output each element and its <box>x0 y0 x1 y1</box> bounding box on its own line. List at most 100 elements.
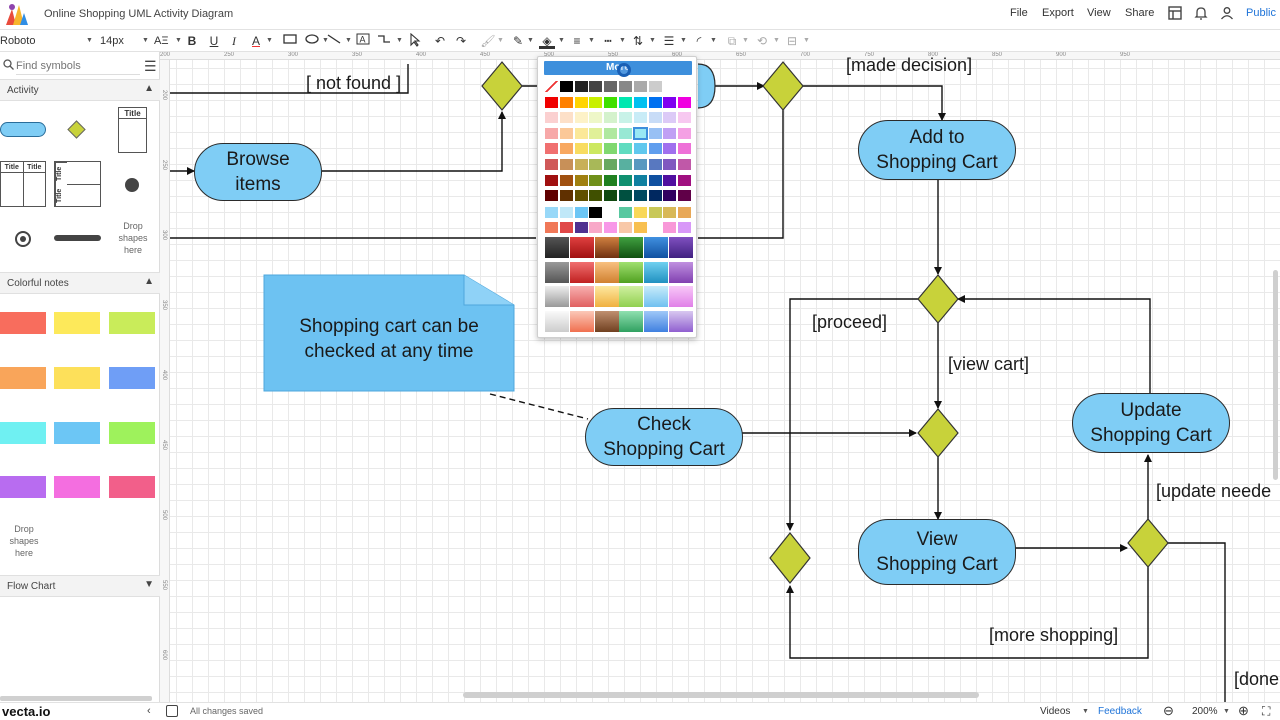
note-swatch[interactable] <box>0 367 46 389</box>
color-swatch[interactable] <box>545 174 558 186</box>
vertical-scrollbar[interactable] <box>1273 270 1278 480</box>
public-link[interactable]: Public <box>1246 7 1276 19</box>
connector-caret-icon[interactable]: ▼ <box>396 37 403 44</box>
menu-share[interactable]: Share <box>1125 7 1155 19</box>
color-swatch[interactable] <box>545 190 558 202</box>
color-swatch[interactable] <box>589 190 603 202</box>
selected-color-swatch[interactable] <box>632 126 648 140</box>
color-swatch[interactable] <box>648 96 662 108</box>
color-swatch[interactable] <box>559 190 573 202</box>
vecta-logo[interactable] <box>4 3 30 27</box>
document-title[interactable]: Online Shopping UML Activity Diagram <box>44 8 234 20</box>
recent-color-swatch[interactable] <box>678 222 692 233</box>
color-swatch[interactable] <box>574 143 588 155</box>
group-icon[interactable]: ⧉ <box>727 34 737 48</box>
line-weight-icon[interactable]: ≡ <box>573 34 581 48</box>
fill-color-caret-icon[interactable]: ▼ <box>558 37 565 44</box>
gradient-swatch[interactable] <box>569 261 594 283</box>
text-box-icon[interactable]: A <box>355 33 371 49</box>
color-swatch[interactable] <box>574 112 588 124</box>
gradient-swatch[interactable] <box>545 286 569 307</box>
node-update-cart[interactable]: Update Shopping Cart <box>1072 393 1230 453</box>
color-swatch[interactable] <box>619 190 632 202</box>
gradient-swatch[interactable] <box>619 286 644 307</box>
color-swatch[interactable] <box>574 174 588 186</box>
page-icon[interactable] <box>166 705 178 717</box>
recent-color-swatch[interactable] <box>648 222 662 233</box>
underline-icon[interactable]: U <box>209 34 219 48</box>
align-text-caret-icon[interactable]: ▼ <box>680 37 687 44</box>
node-browse-items[interactable]: Browse items <box>194 143 322 201</box>
menu-view[interactable]: View <box>1087 7 1111 19</box>
line-dash-icon[interactable]: ┅ <box>604 34 612 48</box>
no-color-swatch[interactable] <box>545 81 558 92</box>
rotate-caret-icon[interactable]: ▼ <box>773 37 780 44</box>
recent-color-swatch[interactable] <box>619 207 632 218</box>
corner-caret-icon[interactable]: ▼ <box>710 37 717 44</box>
gradient-swatch[interactable] <box>669 286 693 307</box>
fork-bar-shape[interactable] <box>54 235 101 241</box>
zoom-level[interactable]: 200% <box>1192 706 1218 717</box>
line-color-icon[interactable]: ✎ <box>512 34 524 48</box>
line-dash-caret-icon[interactable]: ▼ <box>619 37 626 44</box>
color-swatch[interactable] <box>604 190 618 202</box>
recent-color-swatch[interactable] <box>574 222 588 233</box>
recent-color-swatch[interactable] <box>589 222 603 233</box>
note-swatch[interactable] <box>54 476 100 498</box>
swimlane-rows-shape[interactable]: Title Title <box>54 161 101 207</box>
gradient-swatch[interactable] <box>644 286 669 307</box>
spacing-caret-icon[interactable]: ▼ <box>649 37 656 44</box>
bell-icon[interactable] <box>1191 5 1211 25</box>
arrange-caret-icon[interactable]: ▼ <box>803 37 810 44</box>
rotate-icon[interactable]: ⟲ <box>756 34 768 48</box>
color-swatch[interactable] <box>663 127 677 139</box>
gradient-swatch[interactable] <box>545 237 569 258</box>
recent-color-swatch[interactable] <box>545 207 558 218</box>
recent-color-swatch[interactable] <box>633 207 647 218</box>
color-swatch[interactable] <box>574 159 588 170</box>
color-swatch[interactable] <box>559 127 573 139</box>
recent-color-swatch[interactable] <box>648 207 662 218</box>
color-swatch[interactable] <box>545 159 558 170</box>
gradient-swatch[interactable] <box>569 237 594 258</box>
line-weight-caret-icon[interactable]: ▼ <box>588 37 595 44</box>
chevron-up-icon[interactable]: ▲ <box>144 276 154 287</box>
align-text-icon[interactable]: ☰ <box>663 34 675 48</box>
color-swatch[interactable] <box>663 159 677 170</box>
brand-logo-text[interactable]: vecta.io <box>2 704 51 719</box>
section-activity-header[interactable]: Activity ▲ <box>0 79 160 101</box>
color-swatch[interactable] <box>604 159 618 170</box>
chevron-down-icon[interactable]: ▼ <box>144 579 154 590</box>
color-swatch[interactable] <box>604 127 618 139</box>
arrange-icon[interactable]: ⊟ <box>786 34 798 48</box>
note-swatch[interactable] <box>0 476 46 498</box>
zoom-out-icon[interactable]: ⊖ <box>1163 703 1174 718</box>
gradient-swatch[interactable] <box>545 310 569 332</box>
text-size-caret-icon[interactable]: ▼ <box>175 37 182 44</box>
color-swatch[interactable] <box>559 159 573 170</box>
color-swatch[interactable] <box>648 174 662 186</box>
color-swatch[interactable] <box>633 81 647 92</box>
color-swatch[interactable] <box>559 174 573 186</box>
user-icon[interactable] <box>1217 5 1237 25</box>
note-swatch[interactable] <box>54 312 100 334</box>
color-swatch[interactable] <box>648 127 662 139</box>
redo-icon[interactable]: ↷ <box>455 34 467 48</box>
color-swatch[interactable] <box>663 96 677 108</box>
recent-color-swatch[interactable] <box>589 207 603 218</box>
format-painter-icon[interactable]: 🖌 <box>480 34 496 48</box>
undo-icon[interactable]: ↶ <box>434 34 446 48</box>
italic-icon[interactable]: I <box>232 34 236 48</box>
color-swatch[interactable] <box>678 127 692 139</box>
color-swatch[interactable] <box>589 143 603 155</box>
note-swatch[interactable] <box>109 367 155 389</box>
color-swatch[interactable] <box>545 112 558 124</box>
videos-select[interactable]: Videos <box>1040 706 1071 717</box>
collapse-sidebar-icon[interactable]: ‹ <box>147 705 151 717</box>
section-colorful-notes-header[interactable]: Colorful notes ▲ <box>0 272 160 294</box>
gradient-swatch[interactable] <box>644 261 669 283</box>
recent-color-swatch[interactable] <box>545 222 558 233</box>
color-swatch[interactable] <box>678 112 692 124</box>
select-pointer-icon[interactable] <box>407 32 423 49</box>
color-swatch[interactable] <box>589 96 603 108</box>
